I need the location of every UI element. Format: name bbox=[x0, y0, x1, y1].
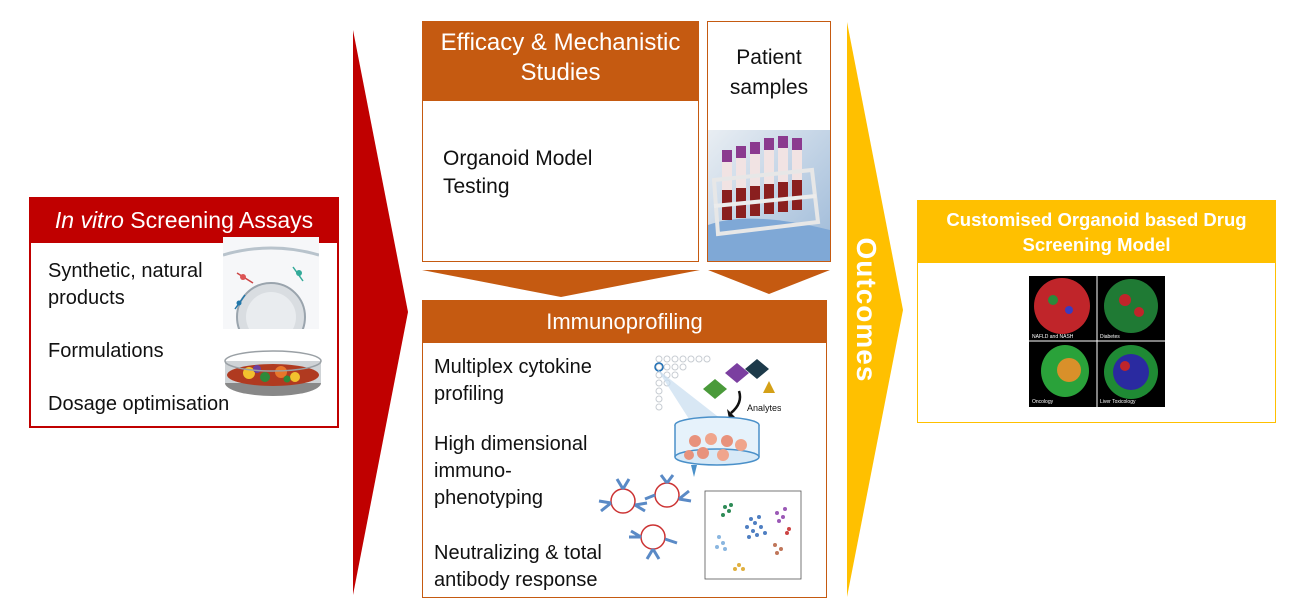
efficacy-header: Efficacy & Mechanistic Studies bbox=[423, 22, 698, 101]
patient-samples-box: Patient samples bbox=[707, 21, 831, 262]
immunoprofiling-header: Immunoprofiling bbox=[423, 301, 826, 343]
outcomes-label: Outcomes bbox=[851, 237, 882, 383]
screening-item-synthetic: Synthetic, natural products bbox=[48, 260, 203, 309]
immuno-item-antibody: Neutralizing & total antibody response bbox=[434, 542, 602, 591]
patient-down-arrow bbox=[708, 270, 830, 294]
immuno-item-cytokine: Multiplex cytokine profiling bbox=[434, 356, 592, 405]
red-arrow-shape bbox=[353, 30, 408, 595]
sample-tubes-image bbox=[708, 130, 830, 261]
panel-label-oncology: Oncology bbox=[1032, 399, 1054, 405]
organoid-model-header: Customised Organoid based Drug Screening… bbox=[918, 201, 1275, 263]
tsne-scatter-image bbox=[704, 490, 802, 580]
screening-assays-box: In vitro Screening Assays Synthetic, nat… bbox=[29, 197, 339, 428]
efficacy-down-arrow bbox=[422, 270, 700, 297]
antibodies-image bbox=[598, 474, 692, 560]
patient-samples-title: Patient samples bbox=[729, 46, 809, 99]
efficacy-box: Efficacy & Mechanistic Studies Organoid … bbox=[422, 21, 699, 262]
screening-assays-header: In vitro Screening Assays bbox=[31, 199, 337, 243]
screening-item-dosage: Dosage optimisation bbox=[48, 393, 230, 415]
screening-item-formulations: Formulations bbox=[48, 340, 164, 362]
organoid-panels-image: NAFLD and NASH Diabetes Oncology Liver T… bbox=[1029, 276, 1165, 407]
outcomes-arrow-shape bbox=[847, 22, 903, 597]
multiplex-assay-image: Analytes bbox=[654, 355, 781, 477]
organoid-model-box: Customised Organoid based Drug Screening… bbox=[917, 200, 1276, 423]
panel-label-liver-toxicology: Liver Toxicology bbox=[1100, 399, 1136, 405]
panel-label-nafld: NAFLD and NASH bbox=[1032, 334, 1074, 340]
screening-title-italic: In vitro bbox=[54, 207, 124, 233]
efficacy-body-text: Organoid Model Testing bbox=[443, 147, 593, 198]
immunoprofiling-box: Immunoprofiling Multiplex cytokine profi… bbox=[422, 300, 827, 598]
petri-dish-image bbox=[224, 350, 322, 396]
immuno-item-phenotyping: High dimensional immuno-phenotyping bbox=[434, 433, 588, 509]
cell-diagram-image bbox=[223, 237, 319, 329]
screening-title-rest: Screening Assays bbox=[123, 207, 314, 233]
panel-label-diabetes: Diabetes bbox=[1100, 334, 1120, 340]
analytes-label: Analytes bbox=[747, 403, 781, 413]
